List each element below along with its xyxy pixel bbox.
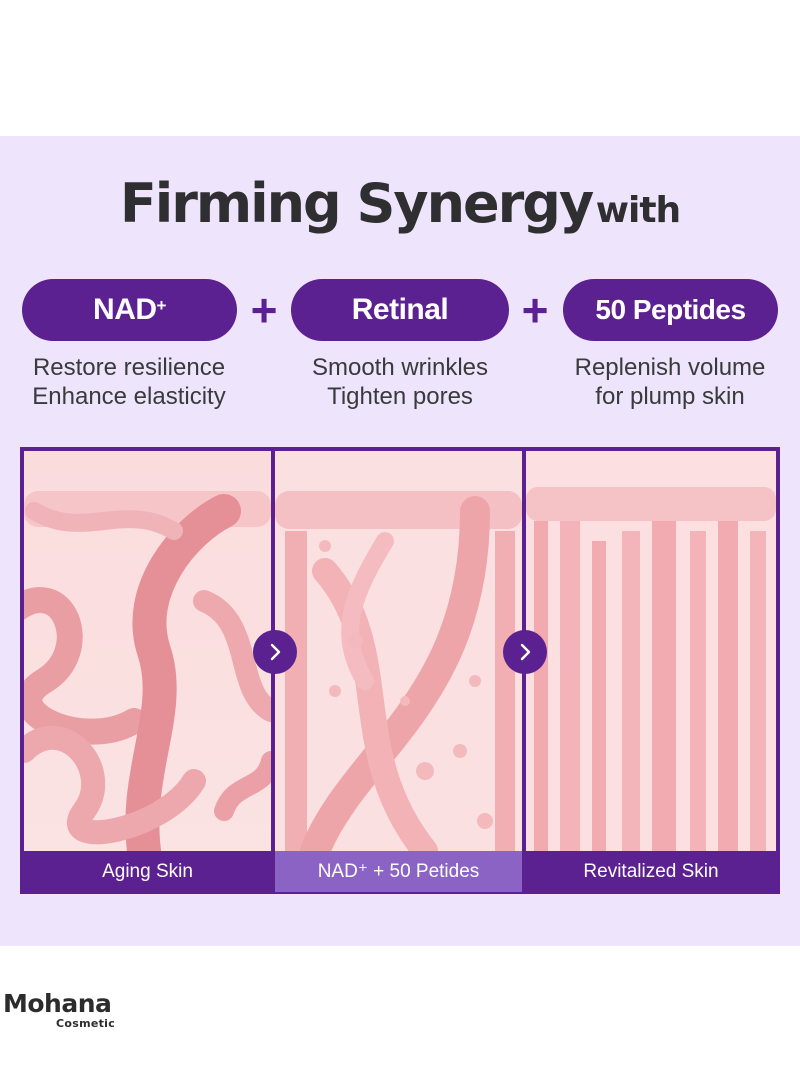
description-line: Restore resilience (32, 354, 226, 381)
ingredient-pill-retinal: Retinal (291, 279, 509, 341)
brand-subtitle: Cosmetic (56, 1017, 116, 1030)
skin-comparison-panels: Aging Skin NAD⁺ + 50 Petides Revitalized… (20, 447, 780, 894)
ingredient-description-peptides: Replenish volume for plump skin (545, 353, 795, 411)
ingredient-label: 50 Peptides (595, 294, 746, 325)
brand-name: Mohana (3, 989, 112, 1018)
ingredient-label: Retinal (351, 293, 449, 326)
description-line: Smooth wrinkles (311, 354, 489, 381)
description-line: Tighten pores (327, 383, 473, 410)
page-title: Firming Synergy with (0, 172, 800, 235)
description-line: for plump skin (595, 383, 745, 410)
ingredient-pill-nad: NAD+ (22, 279, 237, 341)
description-line: Replenish volume (574, 354, 766, 381)
revitalized-skin-image (526, 451, 776, 851)
treated-skin-image (275, 451, 522, 851)
plus-sign: + (521, 284, 549, 336)
ingredient-superscript: + (156, 296, 167, 315)
aging-skin-image (24, 451, 271, 851)
chevron-right-icon (253, 630, 297, 674)
brand-logo: Mohana Cosmetic (3, 989, 115, 1031)
stage-caption: Revitalized Skin (583, 860, 719, 882)
chevron-right-icon (503, 630, 547, 674)
title-main: Firming Synergy (119, 172, 594, 235)
plus-sign: + (250, 284, 278, 336)
stage-caption: NAD⁺ + 50 Petides (275, 851, 522, 892)
ingredient-label: NAD (93, 293, 157, 326)
stage-caption: Aging Skin (102, 860, 193, 882)
ingredient-description-retinal: Smooth wrinkles Tighten pores (275, 353, 525, 411)
title-suffix: with (595, 190, 681, 231)
ingredient-pill-peptides: 50 Peptides (563, 279, 778, 341)
description-line: Enhance elasticity (32, 383, 226, 410)
ingredient-description-nad: Restore resilience Enhance elasticity (4, 353, 254, 411)
